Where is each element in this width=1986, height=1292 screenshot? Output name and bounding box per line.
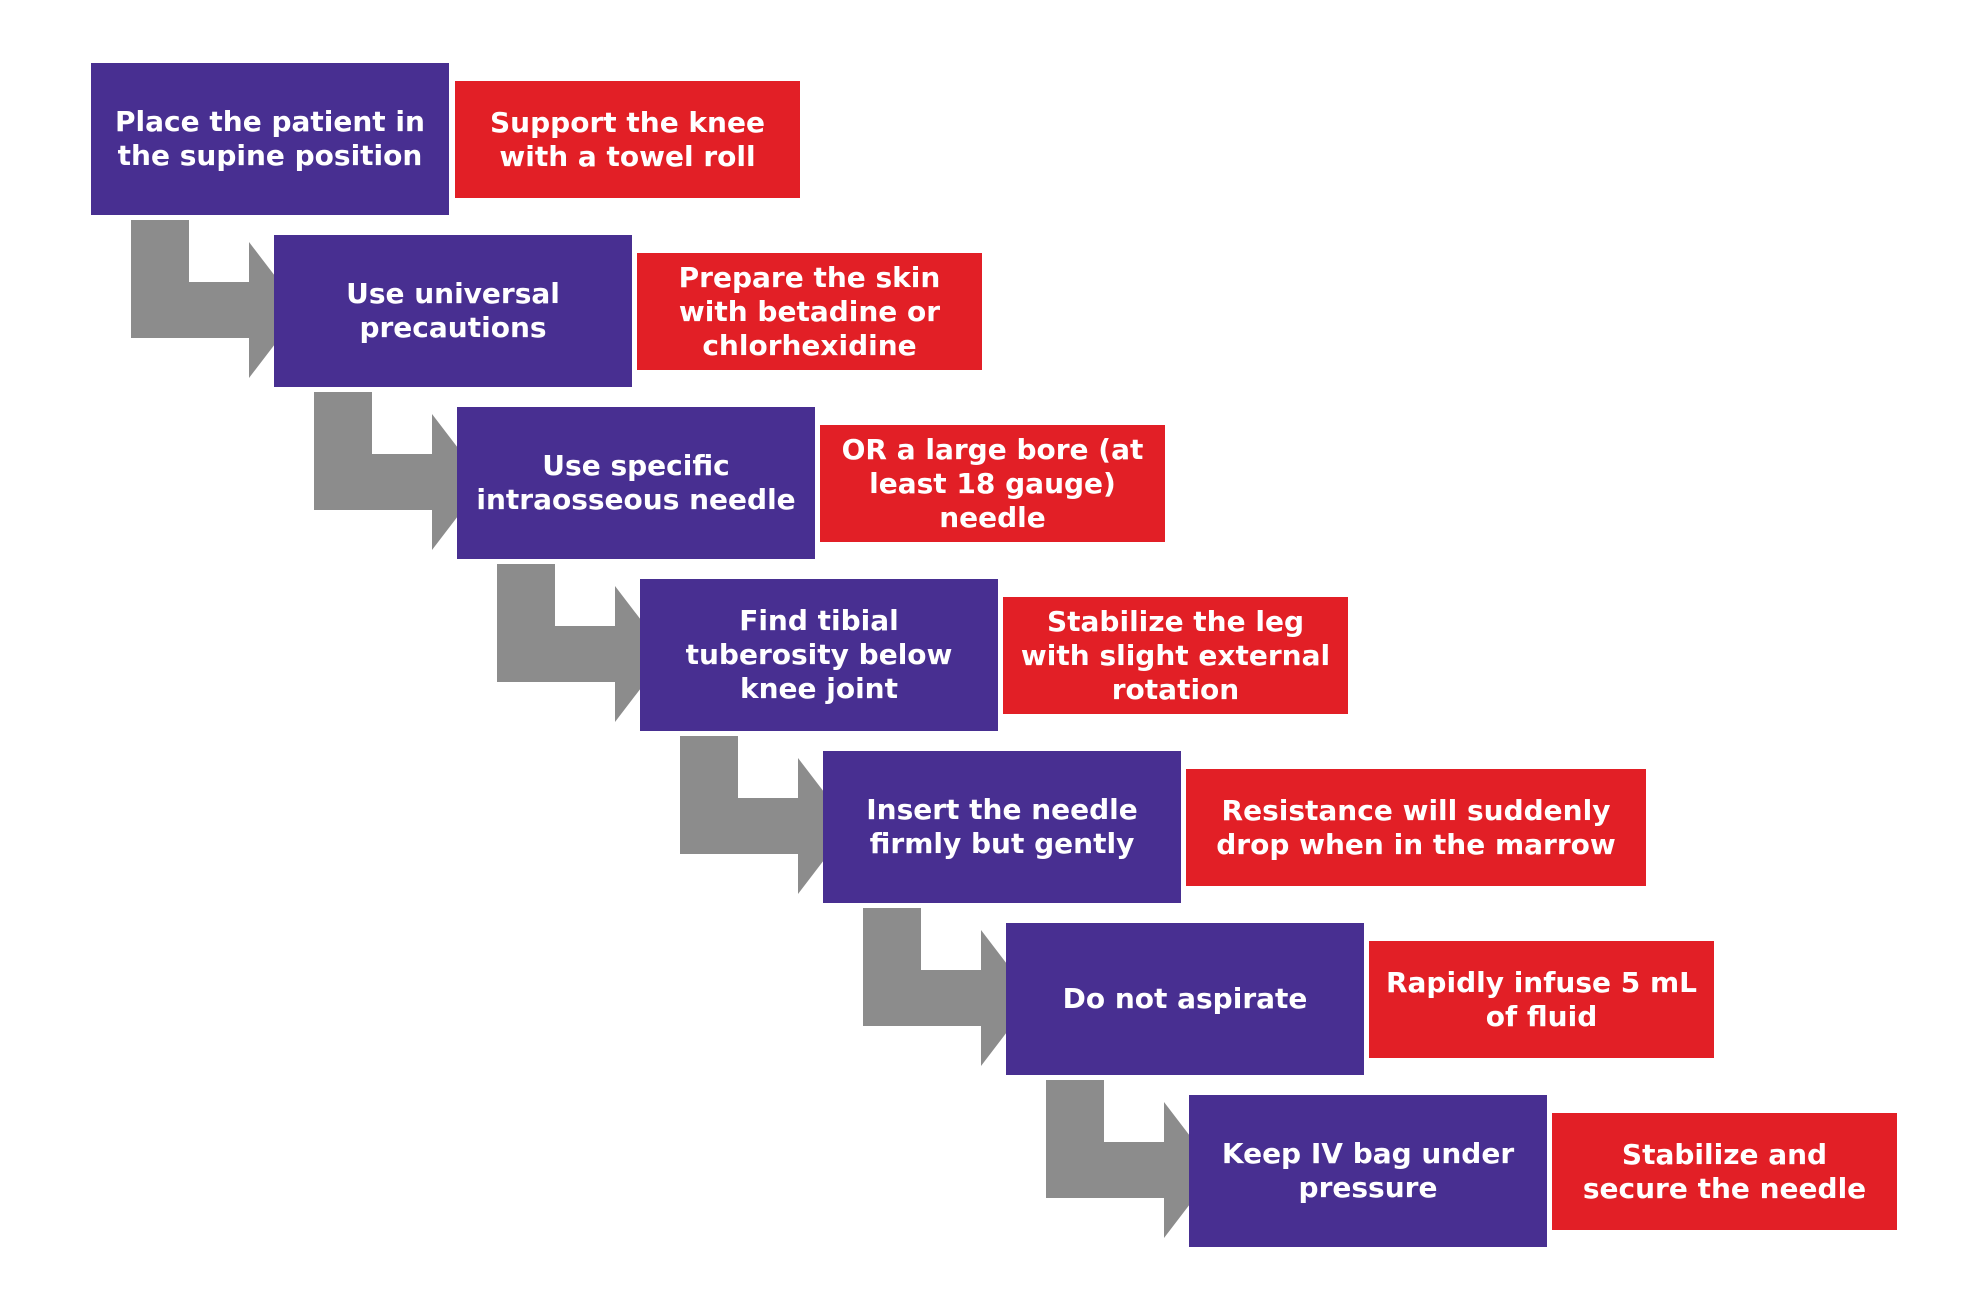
step-text-4: Find tibial tuberosity below knee joint — [685, 604, 953, 705]
note-box-5: Resistance will suddenly drop when in th… — [1186, 769, 1646, 886]
note-text-6: Rapidly infuse 5 mL of fluid — [1385, 965, 1698, 1033]
note-box-6: Rapidly infuse 5 mL of fluid — [1369, 941, 1714, 1058]
step-box-5: Insert the needle firmly but gently — [823, 751, 1181, 903]
note-box-2: Prepare the skin with betadine or chlorh… — [637, 253, 982, 370]
elbow-arrow-icon-5 — [863, 908, 1033, 1066]
elbow-arrow-icon-1 — [131, 220, 301, 378]
step-box-3: Use specific intraosseous needle — [457, 407, 815, 559]
elbow-arrow-icon-2 — [314, 392, 484, 550]
note-text-7: Stabilize and secure the needle — [1582, 1137, 1867, 1205]
step-text-7: Keep IV bag under pressure — [1221, 1137, 1515, 1204]
step-box-6: Do not aspirate — [1006, 923, 1364, 1075]
note-text-4: Stabilize the leg with slight external r… — [1020, 604, 1331, 706]
note-box-1: Support the knee with a towel roll — [455, 81, 800, 198]
step-text-5: Insert the needle firmly but gently — [866, 793, 1138, 860]
note-text-3: OR a large bore (at least 18 gauge) need… — [841, 432, 1144, 534]
step-box-2: Use universal precautions — [274, 235, 632, 387]
step-text-3: Use specific intraosseous needle — [476, 449, 796, 516]
elbow-arrow-icon-6 — [1046, 1080, 1216, 1238]
note-box-4: Stabilize the leg with slight external r… — [1003, 597, 1348, 714]
elbow-arrow-icon-3 — [497, 564, 667, 722]
note-text-5: Resistance will suddenly drop when in th… — [1216, 793, 1616, 861]
note-box-3: OR a large bore (at least 18 gauge) need… — [820, 425, 1165, 542]
step-box-7: Keep IV bag under pressure — [1189, 1095, 1547, 1247]
note-text-2: Prepare the skin with betadine or chlorh… — [678, 260, 941, 362]
step-box-1: Place the patient in the supine position — [91, 63, 449, 215]
step-text-2: Use universal precautions — [346, 277, 560, 344]
step-text-6: Do not aspirate — [1062, 982, 1308, 1015]
note-box-7: Stabilize and secure the needle — [1552, 1113, 1897, 1230]
note-text-1: Support the knee with a towel roll — [490, 105, 765, 173]
step-text-1: Place the patient in the supine position — [115, 105, 425, 172]
step-box-4: Find tibial tuberosity below knee joint — [640, 579, 998, 731]
elbow-arrow-icon-4 — [680, 736, 850, 894]
